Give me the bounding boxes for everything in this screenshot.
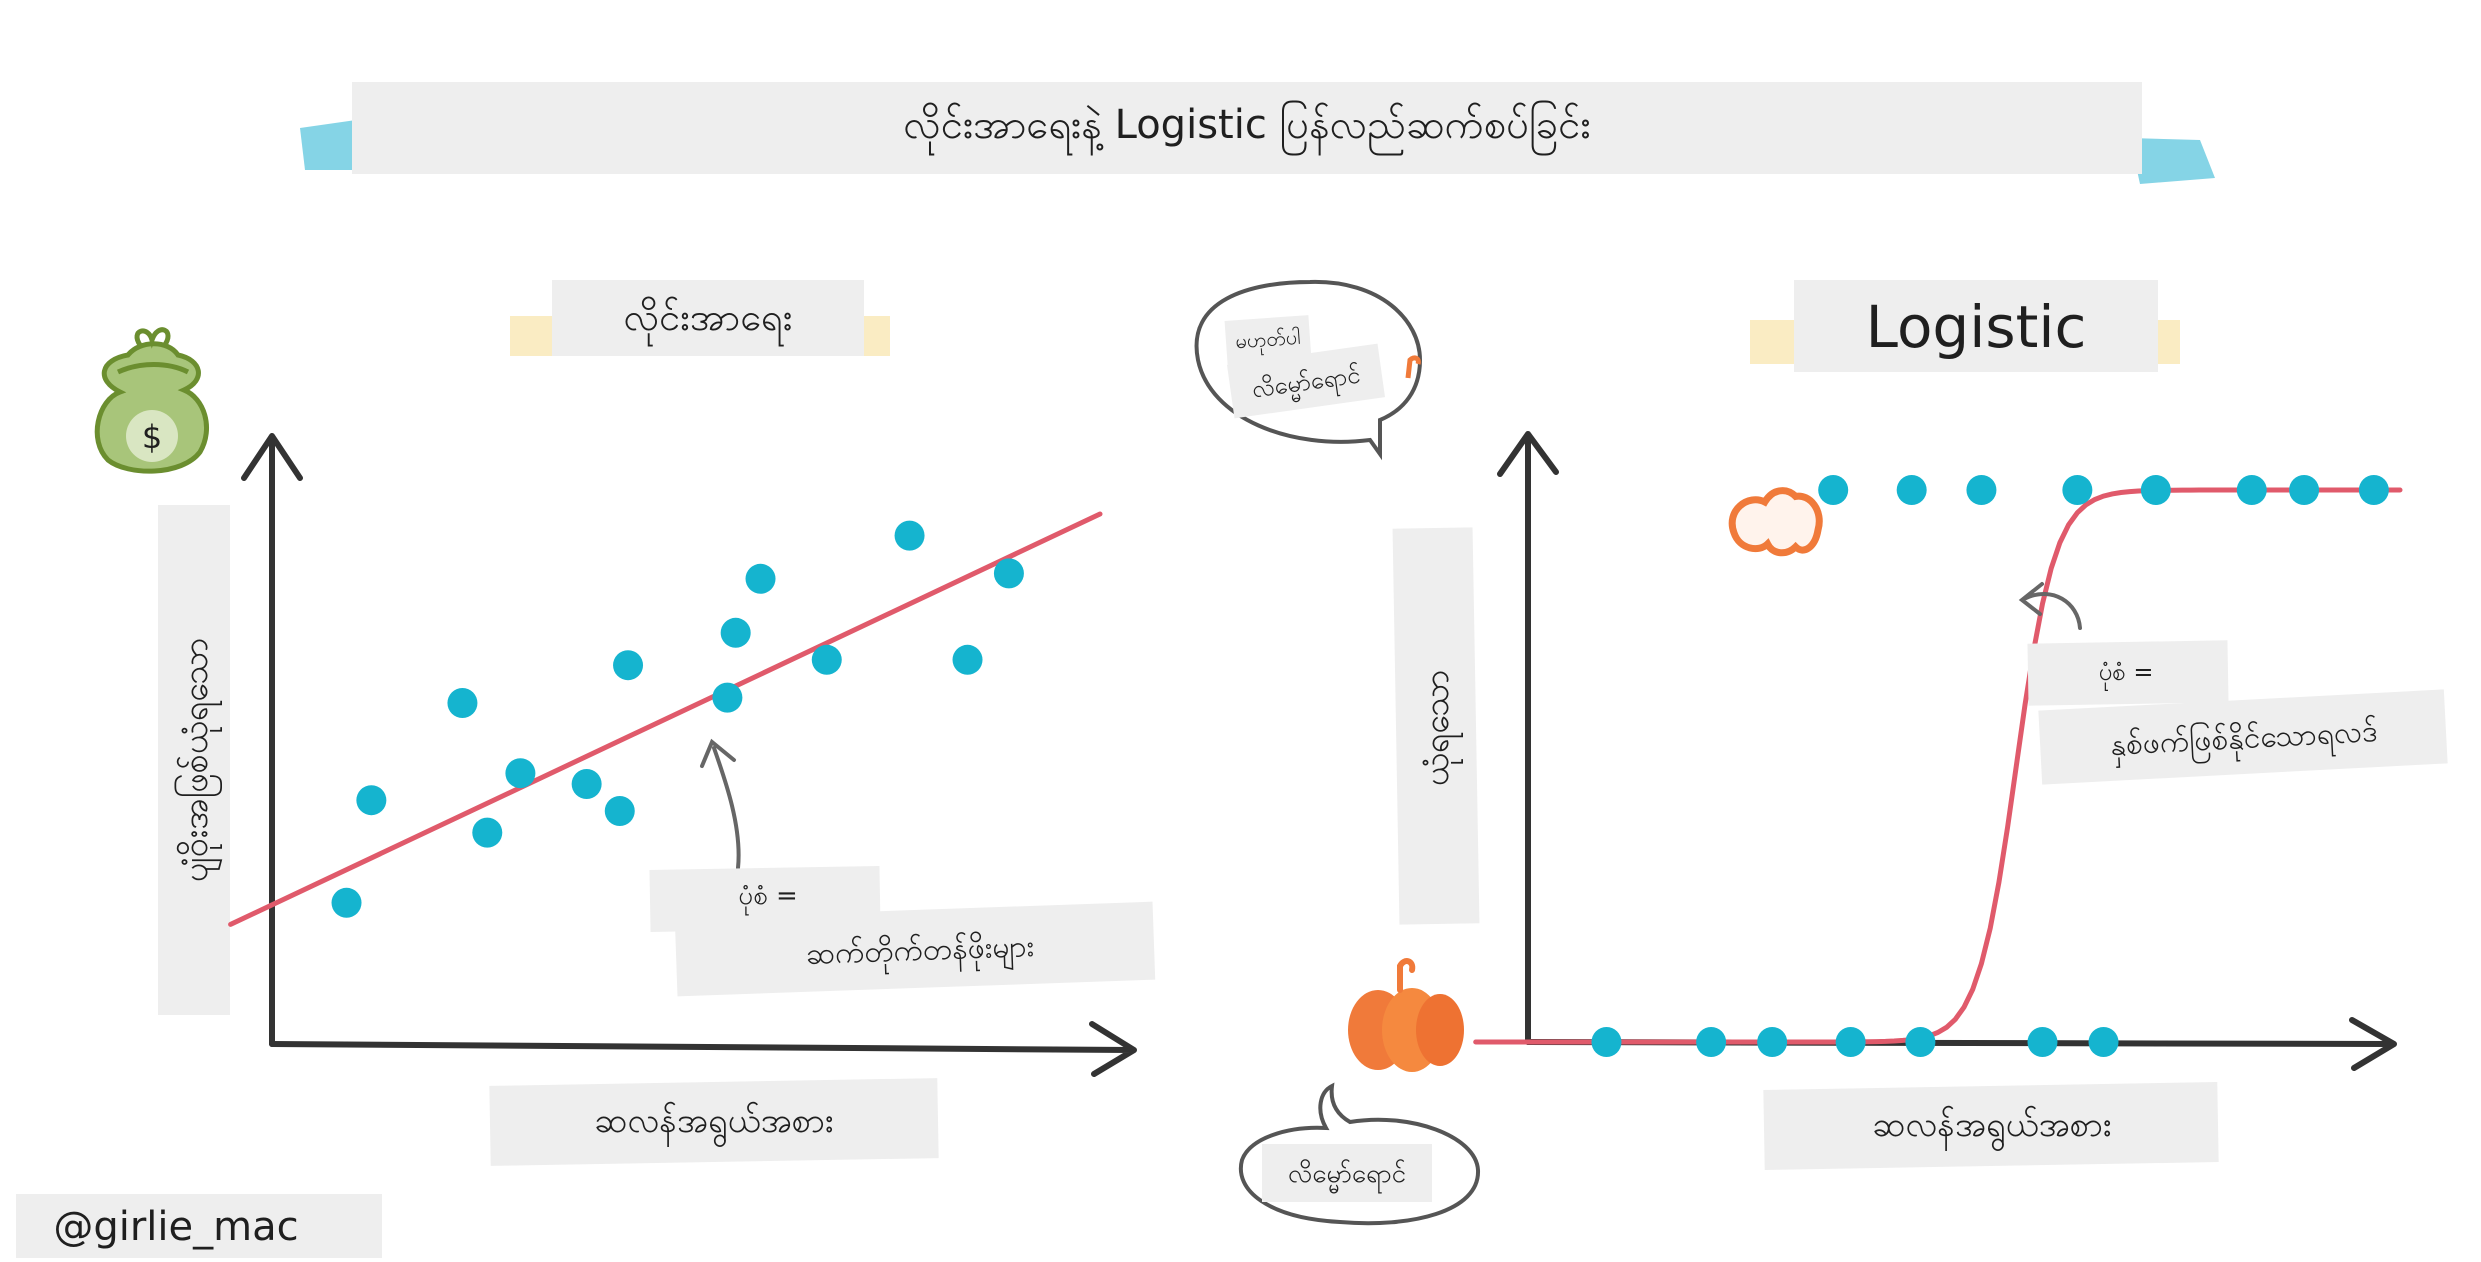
pumpkin-outline-icon: [1405, 355, 1823, 557]
svg-text:$: $: [142, 418, 162, 456]
linear-data-point: [604, 796, 635, 826]
linear-data-point: [472, 817, 503, 848]
linear-data-point: [720, 617, 751, 648]
title-accent-right: [2130, 138, 2215, 184]
linear-data-point: [745, 563, 776, 594]
credit: @girlie_mac: [53, 1204, 298, 1250]
logistic-data-point: [1591, 1027, 1622, 1057]
logistic-panel: Logistic မဟုတ်ပါ လိမ္မော်ရောင် လိမ္မော်ရ…: [1194, 279, 2448, 1226]
logistic-data-point: [2062, 475, 2093, 505]
money-bag-icon: $: [94, 327, 210, 474]
logistic-y-label-box: [1392, 527, 1480, 925]
linear-x-label-box: [489, 1078, 939, 1166]
title-box: [352, 82, 2142, 174]
linear-data-point: [712, 682, 743, 713]
logistic-note-top: ပုံစံ =: [2099, 658, 2154, 691]
logistic-data-point: [2289, 475, 2320, 505]
logistic-note-bottom-box: [2038, 689, 2448, 785]
logistic-marks: [1473, 475, 2403, 1057]
linear-x-axis: [269, 1021, 1137, 1077]
logistic-x-label: ဆလန်အရွယ်အစား: [1872, 1105, 2111, 1151]
logistic-data-point: [1835, 1027, 1866, 1057]
linear-data-point: [993, 558, 1024, 589]
linear-x-label: ဆလန်အရွယ်အစား: [594, 1101, 833, 1147]
linear-data-point: [894, 520, 925, 551]
linear-fit-line: [228, 511, 1103, 927]
linear-data-point: [356, 785, 387, 816]
linear-data-point: [952, 644, 983, 675]
linear-annotation-arrow: [700, 738, 741, 870]
logistic-data-point: [2236, 475, 2267, 505]
logistic-data-point: [2358, 475, 2389, 505]
page-title: လိုင်းအာရေးနဲ့ Logistic ပြန်လည်ဆက်စပ်ခြင…: [903, 101, 1590, 156]
linear-data-point: [613, 650, 644, 681]
speech-bubble-top: မဟုတ်ပါ လိမ္မော်ရောင်: [1194, 279, 1423, 461]
logistic-data-point: [1896, 475, 1927, 505]
linear-panel: လိုင်းအာရေး $ ပျံဝိုးအဖြစ်ယုံရသော ပုံစံ …: [94, 280, 1156, 1166]
logistic-note-top-box: [2027, 640, 2229, 706]
linear-heading: လိုင်းအာရေး: [624, 295, 793, 347]
logistic-heading: Logistic: [1866, 293, 2087, 361]
linear-data-point: [331, 887, 362, 918]
logistic-data-point: [1966, 475, 1997, 505]
linear-data-point: [811, 644, 842, 675]
linear-y-label-box: [158, 505, 230, 1015]
logistic-x-label-box: [1763, 1082, 2219, 1170]
linear-y-label: ပျံဝိုးအဖြစ်ယုံရသော: [176, 638, 222, 882]
logistic-y-axis: [1497, 431, 1559, 1045]
title-banner: လိုင်းအာရေးနဲ့ Logistic ပြန်လည်ဆက်စပ်ခြင…: [300, 82, 2215, 184]
logistic-data-point: [1818, 475, 1849, 505]
logistic-data-point: [1757, 1027, 1788, 1057]
bubble-bottom-text: လိမ္မော်ရောင်: [1288, 1158, 1406, 1194]
logistic-data-point: [2140, 475, 2171, 505]
linear-data-point: [447, 688, 478, 718]
pumpkin-orange-icon: [1348, 958, 1464, 1072]
linear-y-axis: [241, 433, 303, 1047]
logistic-y-label: ယုံရသော: [1417, 670, 1463, 787]
linear-data-point: [505, 758, 536, 789]
linear-heading-box: [552, 280, 864, 356]
logistic-annotation-arrow: [2018, 582, 2082, 630]
logistic-data-point: [1905, 1027, 1936, 1057]
linear-note-top: ပုံစံ =: [738, 881, 798, 916]
linear-marks: [228, 511, 1103, 927]
speech-bubble-bottom: လိမ္မော်ရောင်: [1238, 1082, 1481, 1226]
linear-note-bottom-box: [674, 901, 1156, 997]
logistic-data-point: [1696, 1027, 1727, 1057]
credit-box: [16, 1194, 382, 1258]
logistic-data-point: [2088, 1027, 2119, 1057]
logistic-heading-box: [1794, 280, 2158, 372]
logistic-data-point: [2027, 1027, 2058, 1057]
linear-data-point: [571, 769, 602, 799]
